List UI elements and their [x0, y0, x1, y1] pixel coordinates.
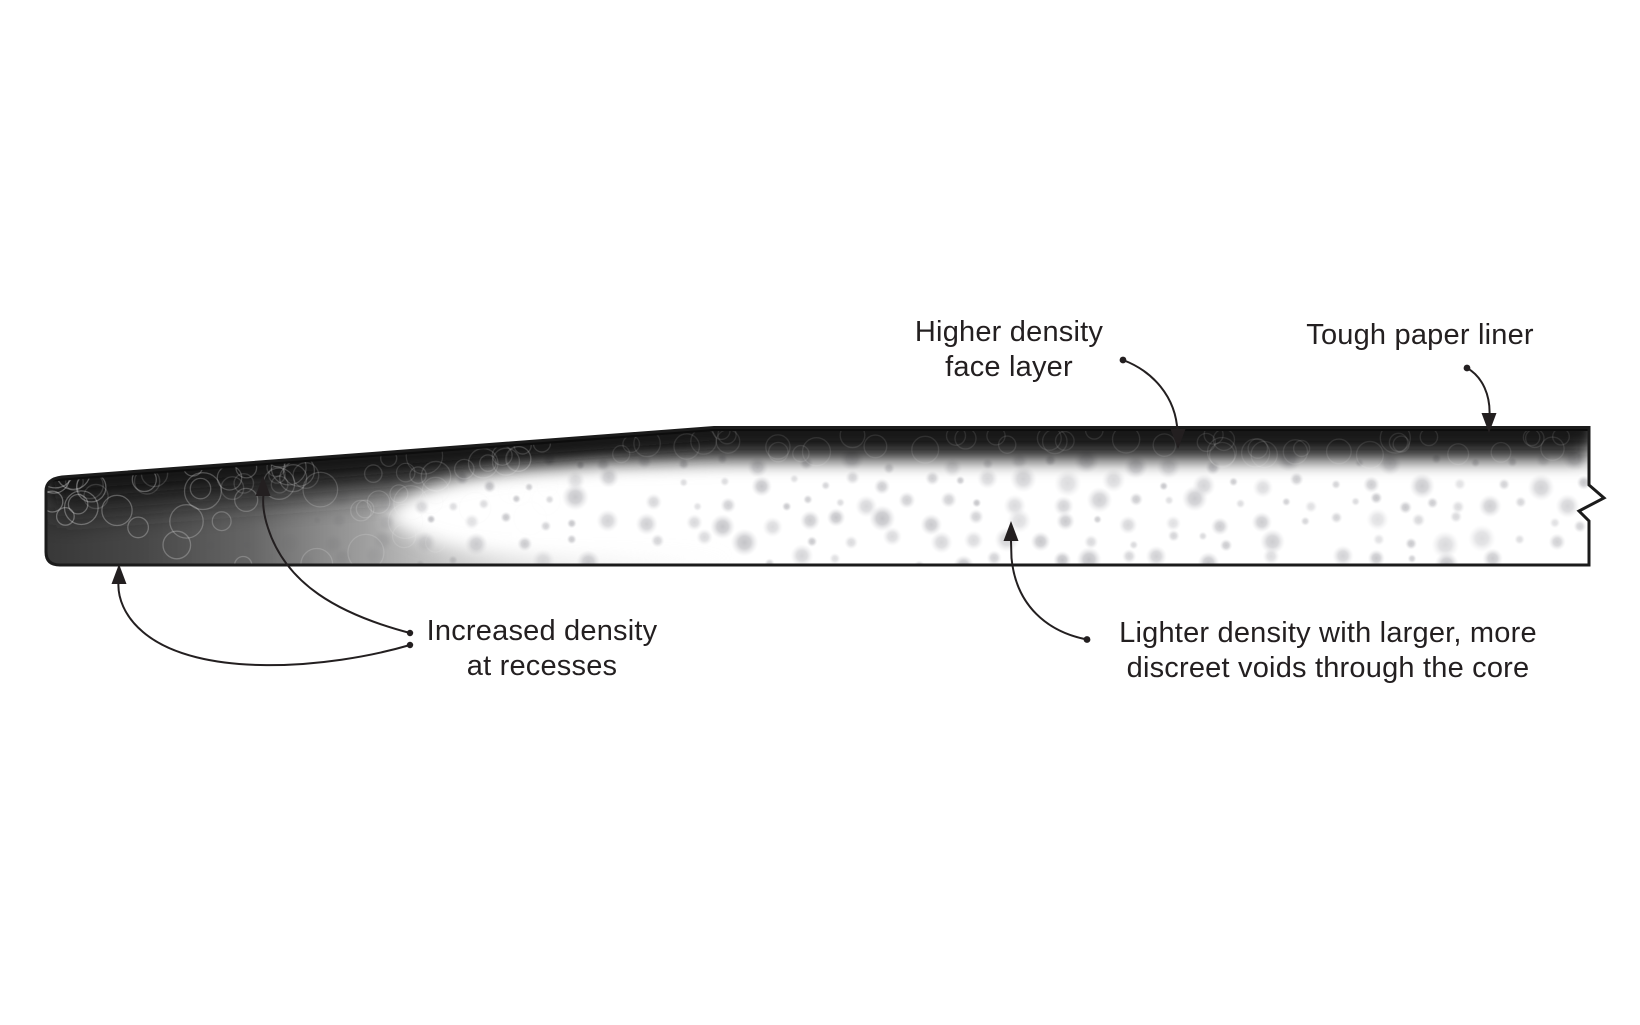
label-line: at recesses [466, 650, 618, 682]
arrowhead-up-icon [255, 476, 271, 496]
arrowhead-up-icon [111, 564, 127, 584]
leader-line [117, 581, 411, 667]
label-line: Lighter density with larger, more [1119, 617, 1537, 649]
arrowhead-down-icon [1170, 429, 1186, 449]
label-line: discreet voids through the core [1126, 652, 1530, 684]
label-lighter-density-core: Lighter density with larger, more discre… [1119, 616, 1537, 686]
leader-increased-density-lower [111, 564, 414, 667]
arrowhead-up-icon [1003, 521, 1019, 541]
label-tough-paper-liner: Tough paper liner [1306, 318, 1534, 353]
label-line: Increased density [426, 615, 658, 647]
leader-lighter-density-core [1003, 521, 1091, 643]
leader-tough-paper-liner [1463, 364, 1497, 433]
leader-line [262, 493, 411, 634]
label-increased-density-at-recesses: Increased density at recesses [427, 614, 658, 684]
board-outline [44, 426, 1607, 567]
leader-line [1466, 367, 1491, 417]
label-line: Higher density [914, 316, 1104, 348]
leader-increased-density-upper [255, 476, 414, 637]
leader-line [1122, 359, 1179, 433]
leader-higher-density-face-layer [1119, 356, 1186, 449]
annotations [111, 356, 1497, 667]
leader-line [1010, 540, 1088, 641]
arrowhead-down-icon [1481, 413, 1497, 433]
label-higher-density-face-layer: Higher density face layer [915, 315, 1103, 385]
label-line: face layer [945, 351, 1073, 383]
board-body [44, 426, 1607, 567]
label-line: Tough paper liner [1306, 319, 1534, 351]
